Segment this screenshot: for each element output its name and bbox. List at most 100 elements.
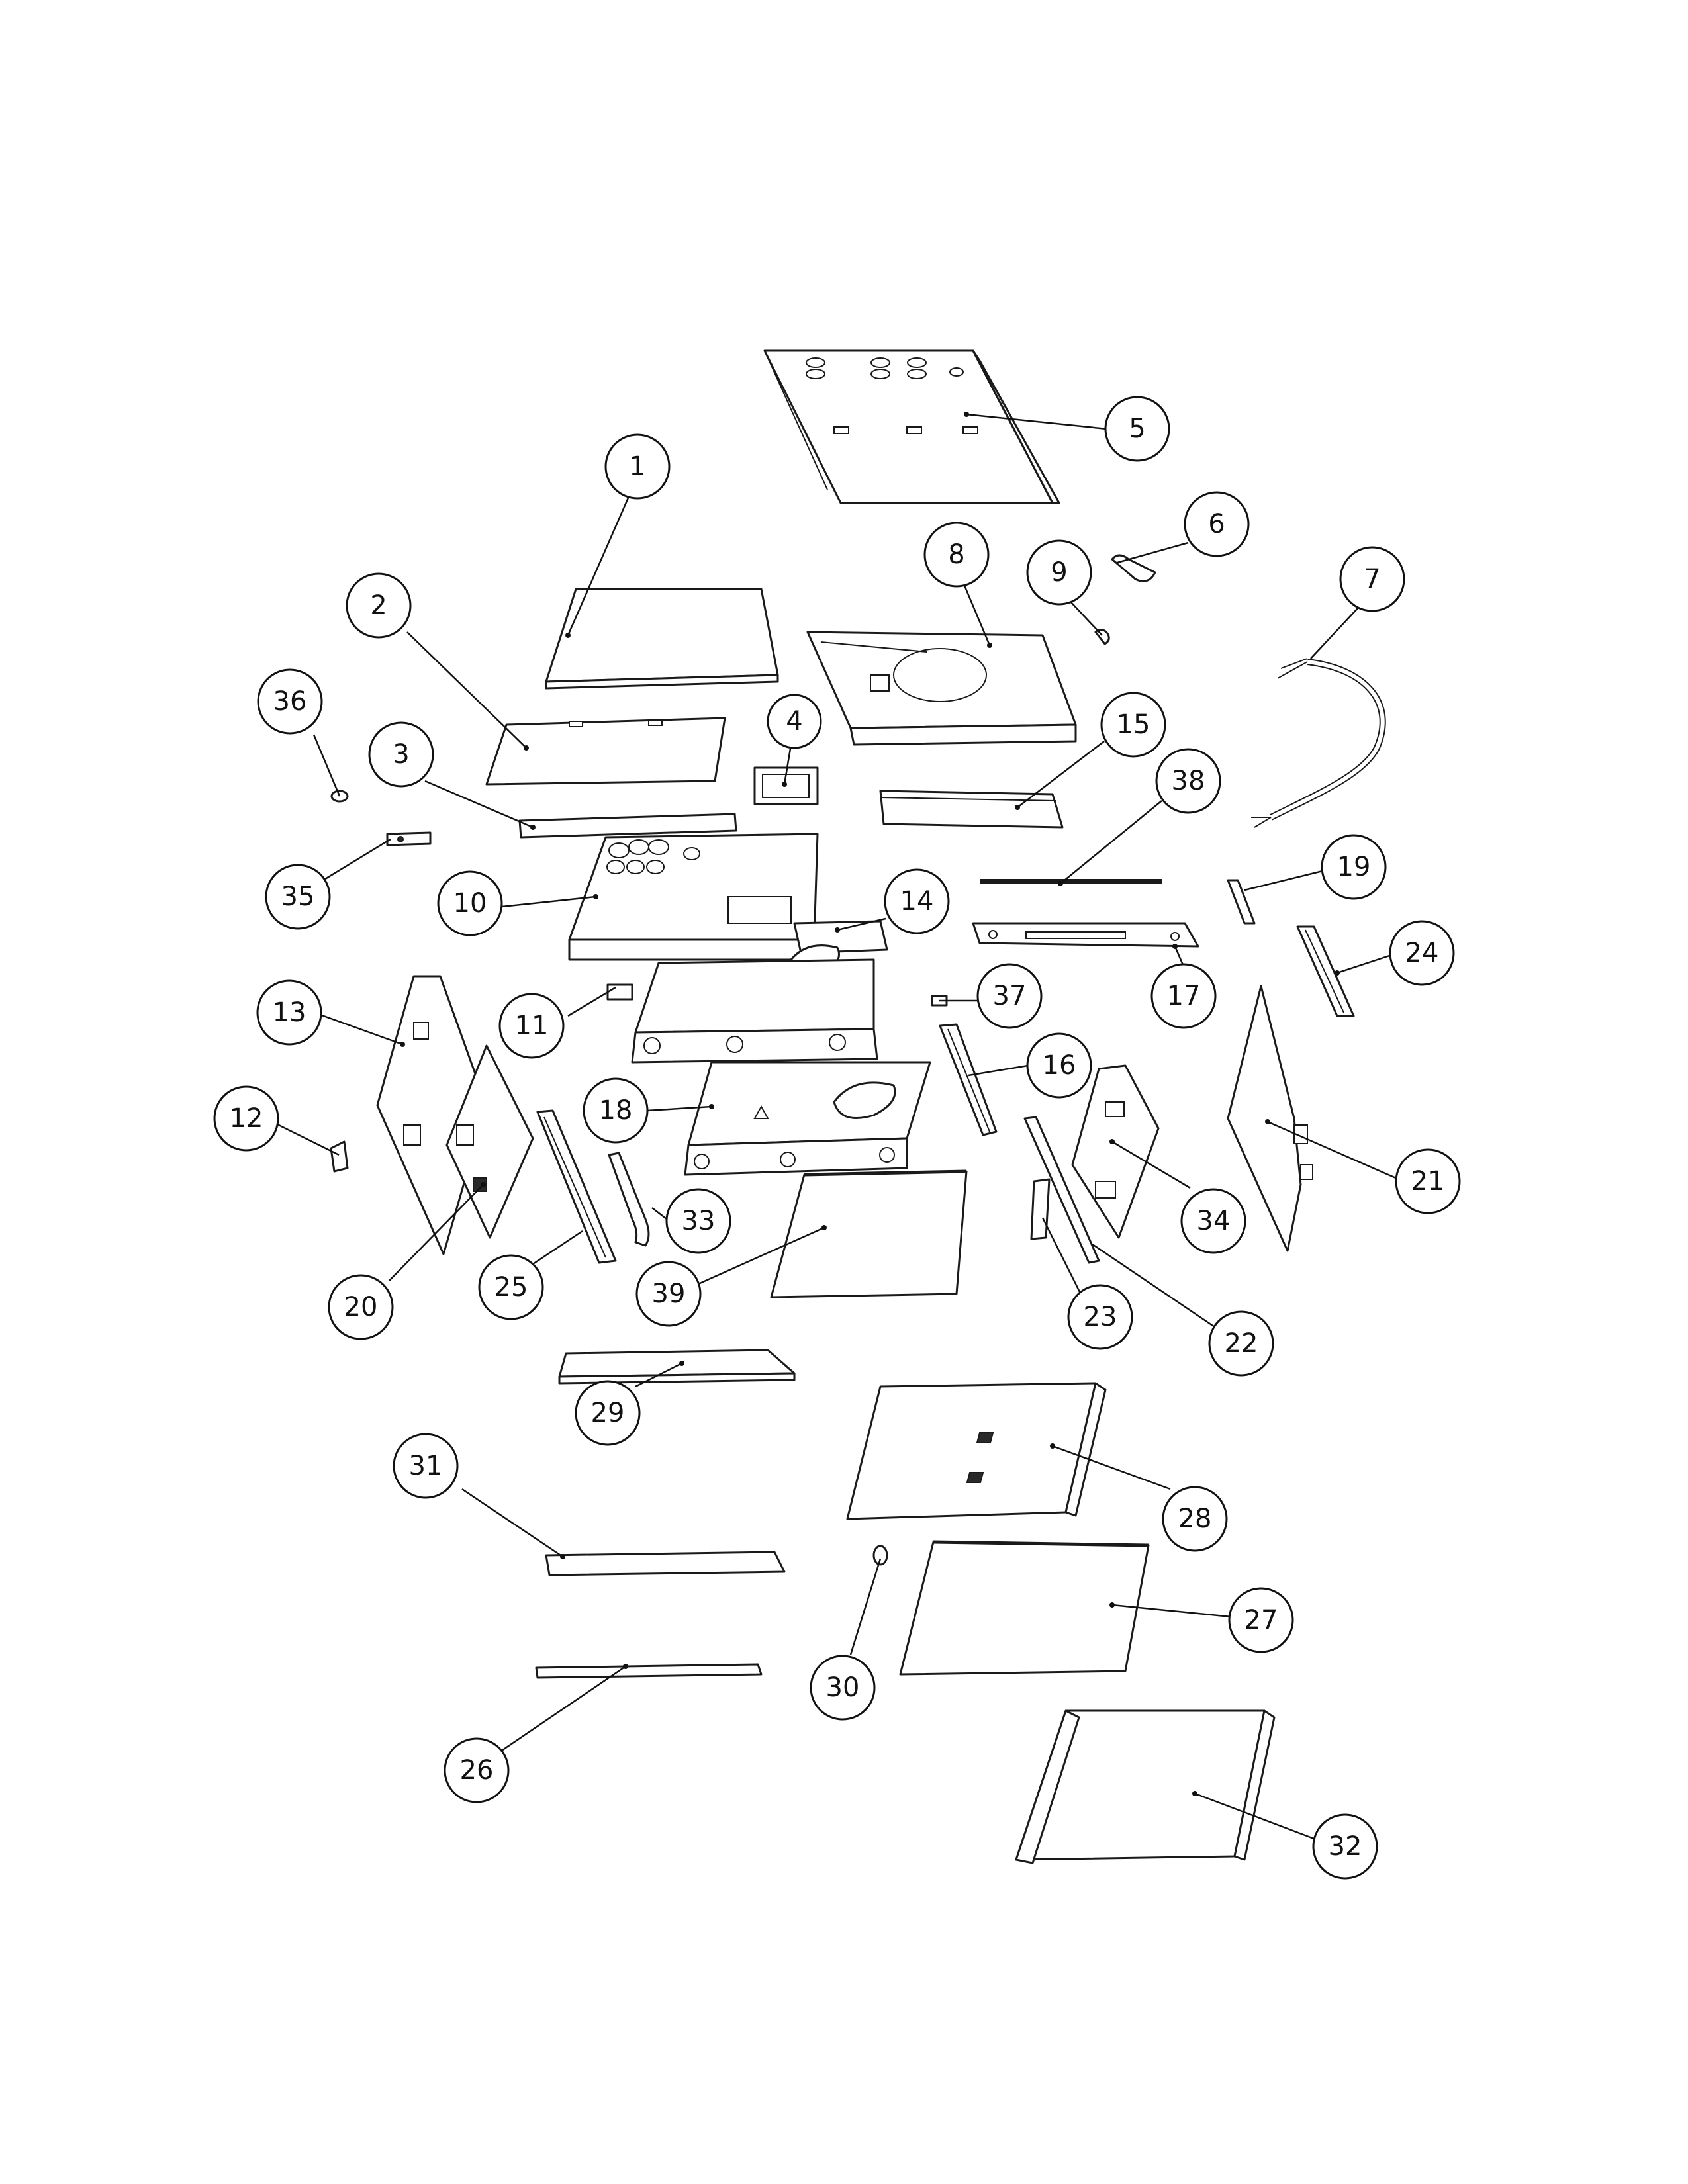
- callout-3-label: 3: [393, 739, 409, 770]
- callout-30-label: 30: [826, 1672, 860, 1703]
- callout-35-label: 35: [281, 882, 315, 912]
- callout-33: 33: [665, 1188, 731, 1254]
- callout-8-label: 8: [948, 539, 964, 570]
- callout-16: 16: [1026, 1032, 1092, 1099]
- callout-38: 38: [1155, 748, 1221, 814]
- part-26-strip: [535, 1663, 763, 1679]
- callout-4: 4: [767, 694, 822, 749]
- callout-37: 37: [976, 963, 1043, 1029]
- callout-20-label: 20: [344, 1292, 378, 1322]
- callout-10-label: 10: [453, 888, 487, 919]
- callout-25-label: 25: [494, 1272, 528, 1302]
- callout-27-label: 27: [1244, 1605, 1278, 1635]
- callout-27: 27: [1228, 1587, 1294, 1653]
- part-19-bar: [1227, 879, 1256, 925]
- callout-7: 7: [1339, 546, 1405, 612]
- part-30-knob: [872, 1545, 888, 1566]
- part-10-control-box: [568, 833, 819, 961]
- part-35-bracket: [386, 831, 432, 846]
- callout-32: 32: [1312, 1813, 1378, 1880]
- callout-16-label: 16: [1043, 1050, 1076, 1081]
- part-34-side-panel: [1071, 1064, 1160, 1239]
- part-21-side-panel: [1227, 985, 1313, 1252]
- part-17-bracket: [972, 922, 1199, 948]
- callout-24-label: 24: [1405, 938, 1439, 968]
- callout-7-label: 7: [1364, 564, 1380, 594]
- part-25-rail: [536, 1109, 617, 1264]
- part-39-glass-panel: [770, 1169, 968, 1298]
- callout-11-label: 11: [515, 1011, 549, 1041]
- part-20-side-panel: [445, 1044, 534, 1239]
- callout-38-label: 38: [1172, 766, 1205, 796]
- callout-17-label: 17: [1167, 981, 1201, 1011]
- part-7-cable: [1251, 658, 1386, 828]
- callout-32-label: 32: [1329, 1831, 1362, 1862]
- part-5-top-panel: [763, 349, 1060, 504]
- callout-8: 8: [923, 522, 990, 588]
- callout-21-label: 21: [1411, 1166, 1445, 1197]
- callout-22-label: 22: [1225, 1328, 1258, 1359]
- part-16-rail: [939, 1023, 998, 1136]
- leader-lines: [274, 413, 1404, 1841]
- part-27-panel: [899, 1540, 1150, 1676]
- callout-39: 39: [635, 1261, 702, 1327]
- callout-15: 15: [1100, 692, 1166, 758]
- callout-18: 18: [583, 1077, 649, 1144]
- oven-cavity-top: [631, 958, 878, 1064]
- leader-dots: [400, 412, 1340, 1796]
- callout-26-label: 26: [460, 1755, 494, 1786]
- callout-35: 35: [265, 864, 331, 930]
- part-11-clip: [606, 983, 633, 1001]
- callout-5-label: 5: [1129, 414, 1145, 444]
- callout-17: 17: [1150, 963, 1217, 1029]
- part-31-strip: [545, 1551, 786, 1576]
- callout-21: 21: [1395, 1148, 1461, 1214]
- callout-30: 30: [810, 1655, 876, 1721]
- callout-4-label: 4: [786, 706, 802, 737]
- part-29-strip: [558, 1349, 796, 1385]
- callout-11: 11: [498, 993, 565, 1059]
- callout-5: 5: [1104, 396, 1170, 462]
- part-18-cavity-bottom: [684, 1061, 931, 1176]
- callout-20: 20: [328, 1274, 394, 1340]
- parts-layer: [330, 349, 1386, 1864]
- callout-19-label: 19: [1337, 852, 1371, 882]
- callout-3: 3: [368, 721, 434, 788]
- callout-1-label: 1: [629, 451, 645, 482]
- callout-25: 25: [478, 1254, 544, 1320]
- callout-2-label: 2: [370, 590, 387, 621]
- part-32-tray: [1015, 1709, 1276, 1864]
- callout-10: 10: [437, 870, 503, 936]
- callout-14: 14: [884, 868, 950, 934]
- callout-37-label: 37: [993, 981, 1027, 1011]
- callout-9-label: 9: [1051, 557, 1067, 588]
- part-2-panel: [485, 717, 726, 786]
- callout-6: 6: [1184, 491, 1250, 557]
- part-15-channel: [879, 790, 1064, 829]
- callout-13: 13: [256, 979, 322, 1046]
- part-22-rail: [1023, 1116, 1100, 1264]
- callout-9: 9: [1026, 539, 1092, 606]
- part-9-clip: [1094, 629, 1110, 645]
- callout-18-label: 18: [599, 1095, 633, 1126]
- part-12-tab: [330, 1140, 349, 1173]
- part-23-bracket: [1030, 1178, 1051, 1240]
- callout-31-label: 31: [409, 1451, 443, 1481]
- part-24-bracket: [1296, 925, 1355, 1017]
- callout-13-label: 13: [273, 997, 306, 1028]
- callout-28: 28: [1162, 1486, 1228, 1552]
- callout-24: 24: [1389, 920, 1455, 986]
- part-8-oven-frame: [806, 631, 1077, 746]
- callouts: 1 2 3 4 5 6 7 8 9 10 11 12 13 14 15 16 1…: [213, 396, 1461, 1880]
- callout-23: 23: [1067, 1284, 1133, 1350]
- callout-12-label: 12: [230, 1103, 263, 1134]
- callout-33-label: 33: [682, 1206, 716, 1236]
- part-28-bottom-panel: [846, 1382, 1107, 1520]
- callout-19: 19: [1321, 834, 1387, 900]
- callout-23-label: 23: [1084, 1302, 1117, 1332]
- callout-2: 2: [346, 572, 412, 639]
- part-6-bracket: [1111, 554, 1156, 582]
- callout-31: 31: [393, 1433, 459, 1499]
- callout-22: 22: [1208, 1310, 1274, 1377]
